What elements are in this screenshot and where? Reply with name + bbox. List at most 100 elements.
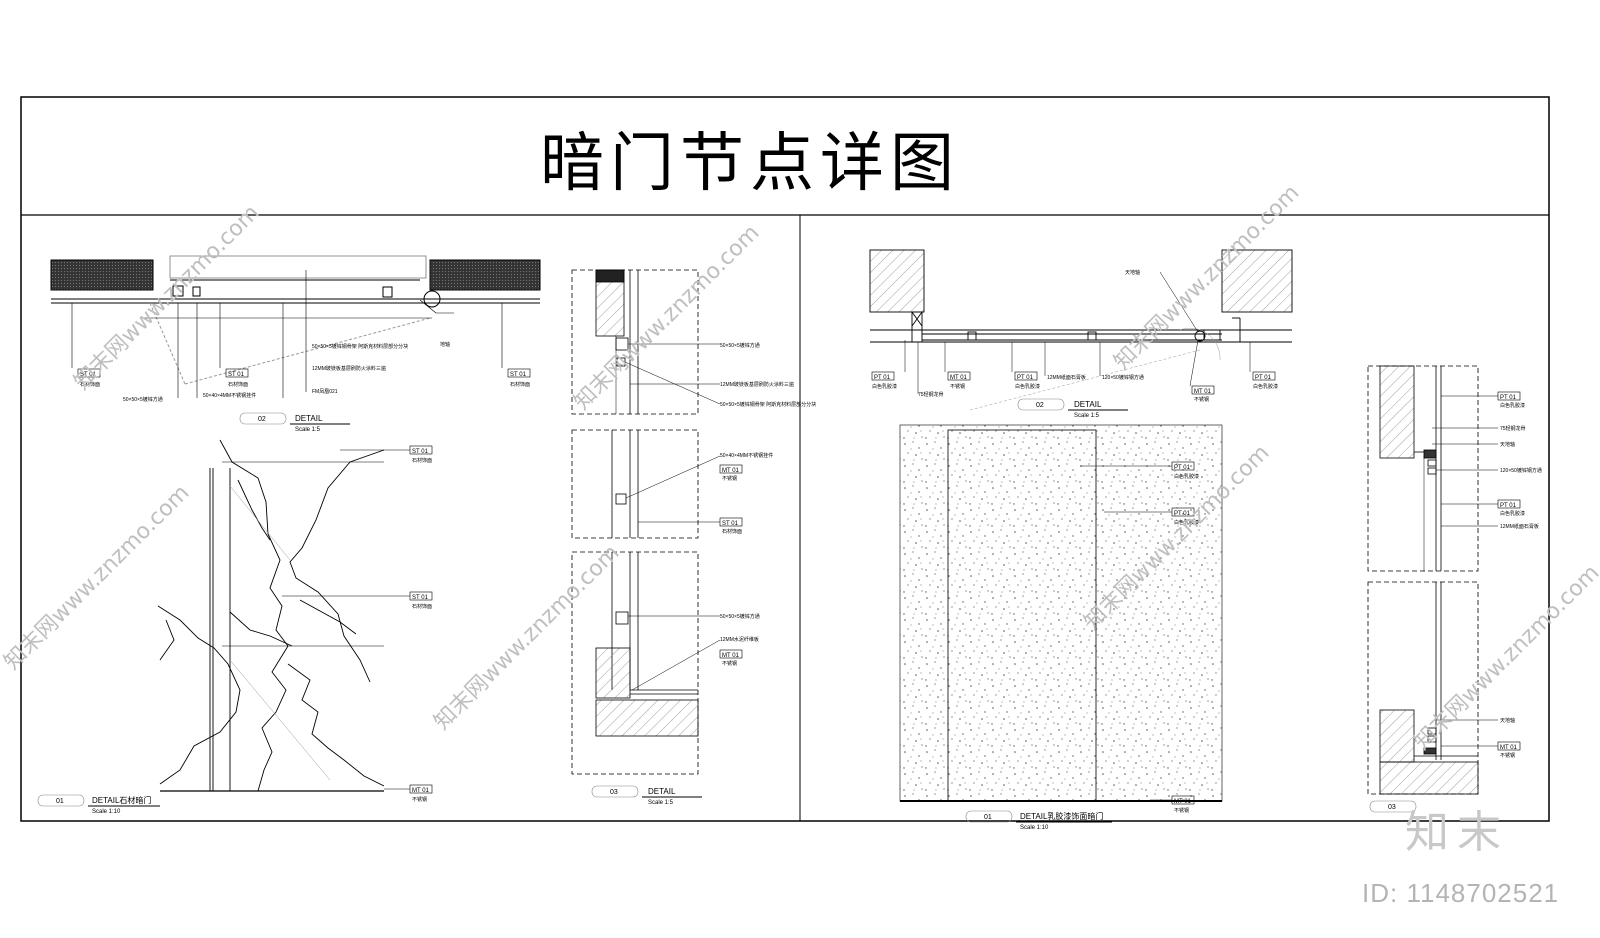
left-plan-tags: ST 01 石材饰面 ST 01 石材饰面 ST 01 石材饰面 50×50×5… xyxy=(77,341,531,403)
note-steel-frame-b: 75轻钢龙骨 xyxy=(1500,425,1526,432)
note-hinge-b: 天地轴 xyxy=(1500,441,1515,448)
right-detail-01-title: DETAIL乳胶漆饰面暗门 xyxy=(1020,811,1103,821)
note-fm: FM凤凰021 xyxy=(312,389,338,395)
right-plan-tags: PT 01 白色乳胶漆 75轻钢龙骨 MT 01 不锈钢 PT 01 白色乳胶漆… xyxy=(871,269,1278,403)
note-stainless-d: 不锈钢 xyxy=(950,383,965,390)
left-section-tags: 50×50×5镀锌方通 12MM玻镁板基层刷防火涂料三遍 50×50×5镀锌钢骨… xyxy=(624,342,816,691)
note-glass-board-b: 12MM玻镁板基层刷防火涂料三遍 xyxy=(720,381,794,388)
detail-03-number: 03 xyxy=(610,789,618,796)
right-elevation-tags: PT 01 白色乳胶漆 PT 01 白色乳胶漆 MT 01 不锈钢 xyxy=(1080,461,1199,814)
detail-01-title: DETAIL石材暗门 xyxy=(92,795,151,805)
detail-01-number: 01 xyxy=(56,798,64,805)
tag-pt01-e: PT 01 xyxy=(1174,511,1191,517)
tag-mt01-f: MT 01 xyxy=(1174,799,1192,805)
image-id: ID: 1148702521 xyxy=(1362,878,1560,908)
note-steel-square-b: 50×50×5镀锌方通 xyxy=(720,342,760,349)
tag-mt01-g: MT 01 xyxy=(1500,745,1518,751)
note-steel-plate-a: 50×50×5镀锌钢骨架 阿斯克材料层部分分块 xyxy=(312,343,408,350)
note-ss-hanger-a: 50×40×4MM不锈钢挂件 xyxy=(203,392,256,399)
note-gypsum-a: 12MM纸面石膏板 xyxy=(1047,374,1086,381)
note-white-latex-c: 白色乳胶漆 xyxy=(1253,383,1278,390)
note-steel-plate-b: 50×50×5镀锌钢骨架 阿斯克材料层部分分块 xyxy=(720,401,816,408)
note-stainless-g: 不锈钢 xyxy=(1500,752,1515,759)
note-white-latex-a: 白色乳胶漆 xyxy=(872,383,897,390)
detail-03-title: DETAIL xyxy=(648,787,676,796)
note-stone-finish-e: 石材饰面 xyxy=(412,603,432,610)
note-ss-hanger-b: 50×40×4MM不锈钢挂件 xyxy=(720,452,773,459)
tag-mt01-b: MT 01 xyxy=(722,468,740,474)
left-section-03 xyxy=(571,269,699,775)
right-label-03: 03 xyxy=(1369,800,1417,813)
tag-pt01-c: PT 01 xyxy=(1255,375,1272,381)
note-stainless-a: 不锈钢 xyxy=(412,796,427,803)
right-section-03 xyxy=(1367,365,1479,795)
note-stone-finish-b: 石材饰面 xyxy=(228,381,248,388)
left-elevation-stone xyxy=(157,439,385,792)
note-stainless-c: 不锈钢 xyxy=(722,660,737,667)
tag-st01-b: ST 01 xyxy=(228,372,245,378)
tag-st01-d: ST 01 xyxy=(412,449,429,455)
right-detail-03-number: 03 xyxy=(1388,804,1396,811)
note-white-latex-e: 白色乳胶漆 xyxy=(1174,519,1199,526)
detail-03-scale: Scale 1:5 xyxy=(648,800,674,806)
right-label-02: 02 DETAIL Scale 1:5 xyxy=(1017,398,1128,419)
right-label-01: 01 DETAIL乳胶漆饰面暗门 Scale 1:10 xyxy=(965,810,1112,831)
note-stainless-f: 不锈钢 xyxy=(1174,807,1189,814)
note-stone-finish-f: 石材饰面 xyxy=(722,528,742,535)
note-hinge-a: 天地轴 xyxy=(1125,269,1140,276)
note-stone-finish-d: 石材饰面 xyxy=(412,457,432,464)
tag-st01-a: ST 01 xyxy=(80,372,97,378)
note-steel-tube-a: 120×50镀锌钢方通 xyxy=(1102,374,1144,381)
tag-st01-f: ST 01 xyxy=(722,521,739,527)
tag-pt01-a: PT 01 xyxy=(874,375,891,381)
note-white-latex-b: 白色乳胶漆 xyxy=(1015,383,1040,390)
tag-st01-e: ST 01 xyxy=(412,595,429,601)
note-glass-board-a: 12MM玻镁板基层刷防火涂料三遍 xyxy=(312,365,386,372)
left-plan-detail-02 xyxy=(50,255,541,398)
tag-mt01-c: MT 01 xyxy=(722,653,740,659)
sheet-title: 暗门节点详图 xyxy=(540,127,960,201)
note-steel-square-a: 50×50×5镀锌方通 xyxy=(123,396,163,403)
right-elevation-latex xyxy=(899,424,1223,802)
right-plan-detail-02 xyxy=(869,249,1293,411)
detail-02-number: 02 xyxy=(258,416,266,423)
detail-02-title: DETAIL xyxy=(295,414,323,423)
right-detail-02-scale: Scale 1:5 xyxy=(1074,413,1100,419)
left-label-02: 02 DETAIL Scale 1:5 xyxy=(239,412,350,433)
sheet-border xyxy=(20,96,1550,822)
note-stainless-e: 不锈钢 xyxy=(1194,396,1209,403)
detail-02-scale: Scale 1:5 xyxy=(295,427,321,433)
note-stainless-b: 不锈钢 xyxy=(722,475,737,482)
left-label-03: 03 DETAIL Scale 1:5 xyxy=(591,785,702,806)
note-pivot-a: 地轴 xyxy=(440,341,450,348)
note-white-latex-f: 白色乳胶漆 xyxy=(1500,402,1525,409)
right-detail-01-number: 01 xyxy=(984,814,992,821)
tag-st01-c: ST 01 xyxy=(510,372,527,378)
note-white-latex-d: 白色乳胶漆 xyxy=(1174,473,1199,480)
tag-pt01-b: PT 01 xyxy=(1017,375,1034,381)
note-gypsum-b: 12MM纸面石膏板 xyxy=(1500,523,1539,530)
right-section-tags: PT 01 白色乳胶漆 75轻钢龙骨 天地轴 120×50镀锌钢方通 PT 01… xyxy=(1432,391,1542,759)
note-hinge-c: 天地轴 xyxy=(1500,717,1515,724)
right-detail-02-number: 02 xyxy=(1036,402,1044,409)
note-steel-frame-a: 75轻钢龙骨 xyxy=(918,391,944,398)
note-white-latex-g: 白色乳胶漆 xyxy=(1500,510,1525,517)
note-stone-finish-c: 石材饰面 xyxy=(510,381,530,388)
brand-logo: 知末 xyxy=(1405,807,1509,858)
right-detail-01-scale: Scale 1:10 xyxy=(1020,825,1049,831)
tag-pt01-g: PT 01 xyxy=(1500,503,1517,509)
tag-pt01-f: PT 01 xyxy=(1500,395,1517,401)
tag-mt01-e: MT 01 xyxy=(1194,389,1212,395)
tag-pt01-d: PT 01 xyxy=(1174,465,1191,471)
note-steel-tube-b: 120×50镀锌钢方通 xyxy=(1500,467,1542,474)
note-stone-finish-a: 石材饰面 xyxy=(80,381,100,388)
tag-mt01-d: MT 01 xyxy=(950,375,968,381)
detail-01-scale: Scale 1:10 xyxy=(92,809,121,815)
left-elevation-tags: ST 01 石材饰面 ST 01 石材饰面 MT 01 不锈钢 xyxy=(282,445,433,803)
left-label-01: 01 DETAIL石材暗门 Scale 1:10 xyxy=(37,794,160,815)
right-detail-02-title: DETAIL xyxy=(1074,400,1102,409)
tag-mt01-a: MT 01 xyxy=(412,788,430,794)
note-cement-board: 12MM水泥纤维板 xyxy=(720,636,759,643)
